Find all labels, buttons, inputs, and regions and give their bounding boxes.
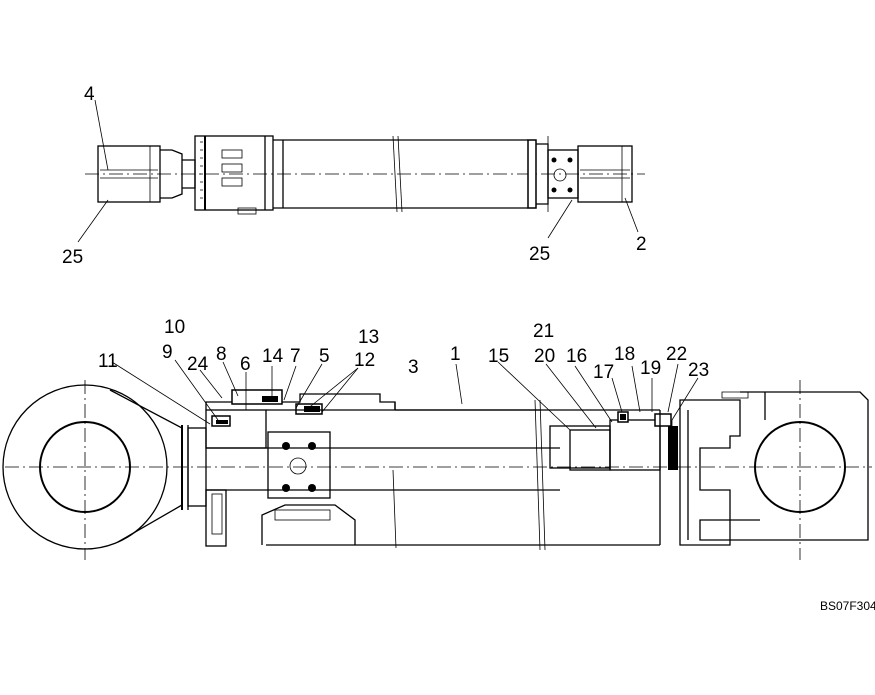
callout-3: 3 (408, 357, 419, 378)
callout-14: 14 (262, 346, 284, 367)
callout-7: 7 (290, 346, 301, 367)
callout-5: 5 (319, 346, 330, 367)
callout-17: 17 (593, 362, 614, 383)
callout-6: 6 (240, 354, 251, 375)
callout-20: 20 (534, 346, 555, 367)
callout-21: 21 (533, 321, 554, 342)
top-view-cylinder (77, 99, 645, 243)
callout-19: 19 (640, 358, 661, 379)
drawing-code: BS07F304 (820, 599, 875, 613)
callout-23: 23 (688, 360, 709, 381)
callout-11: 11 (98, 351, 118, 372)
callout-1: 1 (450, 344, 461, 365)
callout-10: 10 (164, 317, 185, 338)
callout-9: 9 (162, 342, 173, 363)
callout-8: 8 (216, 344, 227, 365)
callout-25-left: 25 (62, 247, 83, 268)
callout-12: 12 (354, 350, 375, 371)
callout-16: 16 (566, 346, 587, 367)
callout-25-right: 25 (529, 244, 550, 265)
callout-labels: 4 25 25 2 10 13 21 11 9 24 8 14 7 6 5 12… (62, 84, 875, 613)
callout-15: 15 (488, 346, 509, 367)
callout-4: 4 (84, 84, 95, 105)
callout-2: 2 (636, 234, 647, 255)
callout-13: 13 (358, 327, 379, 348)
callout-24: 24 (187, 354, 209, 375)
callout-18: 18 (614, 344, 635, 365)
bottom-view-section (2, 359, 872, 560)
callout-22: 22 (666, 344, 687, 365)
